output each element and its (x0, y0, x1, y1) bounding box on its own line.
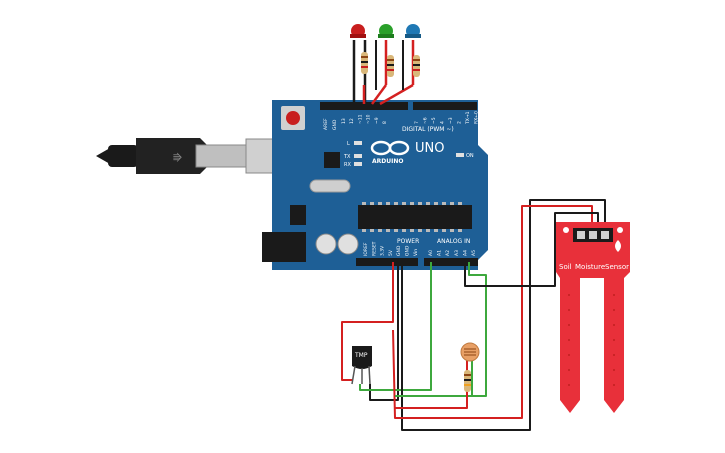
analog-pin-label-3: A3 (454, 250, 460, 256)
crystal (309, 179, 351, 193)
power-pin-label-3: 5V (388, 249, 394, 256)
digital-label: DIGITAL (PWM ~) (402, 126, 454, 133)
aref-label: AREF (323, 118, 329, 130)
analog-pin-label-5: A5 (471, 250, 477, 256)
digital-pin-label-3: ~10 (366, 114, 372, 124)
analog-pin-label-4: A4 (462, 250, 468, 256)
sensor-line3: Sensor (605, 263, 629, 271)
on-label: ON (466, 153, 474, 159)
analog-pin-label-2: A2 (445, 250, 451, 256)
wires (341, 199, 606, 431)
temperature-sensor[interactable]: TMP (351, 346, 372, 385)
led-blue-icon[interactable] (405, 24, 421, 38)
digital-pin-label-7: ~6 (423, 117, 429, 124)
sensor-line1: Soil (559, 263, 572, 271)
digital-pin-label-9: 4 (440, 121, 446, 124)
power-pin-label-5: GND (405, 245, 411, 256)
analog-header (424, 258, 478, 266)
tx-label: TX (343, 154, 351, 160)
photoresistor-icon[interactable] (460, 342, 480, 362)
analog-label: ANALOG IN (437, 238, 470, 245)
on-led (456, 153, 464, 157)
board-brand: ARDUINO (372, 158, 403, 165)
resistor-1-icon (361, 52, 368, 74)
ldr-resistor-icon (464, 370, 471, 392)
arduino-board[interactable]: UNO ARDUINO DIGITAL (PWM ~) ON L TX RX P… (262, 100, 488, 270)
l-label: L (347, 141, 350, 147)
power-pin-label-4: GND (396, 245, 402, 256)
rx-label: RX (344, 162, 351, 168)
flame-icon (615, 240, 621, 252)
gnd-top-label: GND (332, 119, 338, 130)
digital-pin-label-6: 7 (414, 121, 420, 124)
led-red-icon[interactable] (350, 24, 366, 38)
digital-pin-label-8: ~5 (431, 117, 437, 124)
power-pin-label-0: IOREF (363, 242, 369, 256)
digital-pin-label-1: 12 (349, 118, 355, 124)
digital-pin-label-13: RX←0 (474, 111, 480, 124)
digital-pin-label-0: 13 (341, 118, 347, 124)
led-green-icon[interactable] (378, 24, 394, 38)
resistor-3-icon (413, 55, 420, 77)
dc-power-jack (262, 232, 306, 262)
power-pin-label-2: 3.3V (380, 245, 386, 256)
power-label: POWER (397, 238, 419, 245)
arduino-logo-icon (370, 140, 410, 156)
capacitor-2 (337, 233, 359, 255)
rx-led (354, 162, 362, 166)
analog-pin-label-0: A0 (428, 250, 434, 256)
tx-led (354, 154, 362, 158)
digital-pin-label-4: ~9 (374, 117, 380, 124)
tmp-label: TMP (354, 352, 368, 359)
soil-moisture-sensor[interactable]: Soil Moisture Sensor (556, 222, 630, 413)
led-array (350, 24, 421, 106)
power-header (356, 258, 418, 266)
atmega-chip (358, 205, 472, 229)
usb-chip (324, 152, 340, 168)
digital-pin-label-2: ~11 (357, 114, 363, 124)
l-led (354, 141, 362, 145)
digital-pin-label-12: TX→1 (465, 111, 471, 125)
digital-header-right (413, 102, 477, 110)
reset-button-cap[interactable] (286, 111, 300, 125)
usb-cable: ⭆ (96, 138, 301, 174)
board-name: UNO (415, 141, 444, 156)
power-pin-label-1: RESET (371, 241, 377, 256)
power-pin-label-6: Vin (413, 249, 419, 256)
digital-pin-label-10: ~3 (448, 117, 454, 124)
svg-text:⭆: ⭆ (173, 152, 182, 164)
regulator (290, 205, 306, 225)
digital-header-left (320, 102, 408, 110)
sensor-line2: Moisture (575, 263, 605, 271)
analog-pin-label-1: A1 (437, 250, 443, 256)
digital-pin-label-11: 2 (457, 121, 463, 124)
digital-pin-label-5: 8 (382, 121, 388, 124)
capacitor-1 (315, 233, 337, 255)
resistor-2-icon (387, 55, 394, 77)
